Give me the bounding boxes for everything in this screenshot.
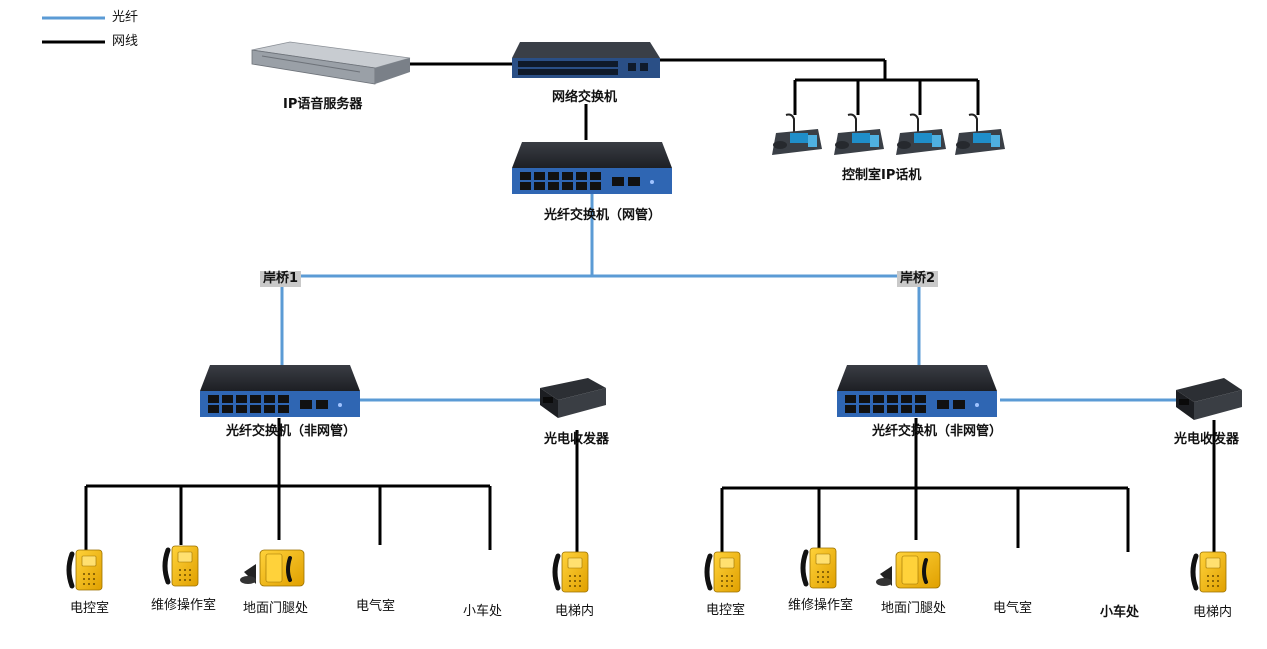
cable-lines-left (84, 418, 579, 555)
endpoint-label: 电梯内 (555, 604, 595, 619)
gate-phone-with-horn-icon (874, 550, 942, 590)
endpoint-label: 小车处 (463, 604, 503, 619)
legend-cable-label: 网线 (112, 34, 139, 49)
left-switch-label: 光纤交换机（非网管） (226, 424, 357, 439)
legend (42, 16, 105, 44)
industrial-phone-icon (707, 552, 740, 592)
managed-switch-label: 光纤交换机（网管） (544, 208, 662, 223)
cable-lines-top (410, 58, 980, 140)
control-phones-label: 控制室IP话机 (842, 168, 922, 183)
endpoint-label: 维修操作室 (151, 598, 217, 613)
industrial-phone-icon (1193, 552, 1226, 592)
cable-lines-right (720, 418, 1216, 555)
fiber-switch-unmanaged-left (200, 365, 360, 417)
media-converter-left (540, 378, 606, 418)
endpoint-label: 电控室 (706, 603, 746, 618)
right-converter-label: 光电收发器 (1174, 432, 1240, 447)
legend-fiber-label: 光纤 (112, 10, 139, 25)
ip-phone-icon (895, 113, 947, 156)
ip-voice-server (251, 41, 411, 85)
ip-phone-icon (954, 113, 1006, 156)
endpoint-label: 电控室 (70, 601, 110, 616)
industrial-phone-icon (69, 550, 102, 590)
network-switch-label: 网络交换机 (552, 90, 618, 105)
industrial-phone-icon (165, 546, 198, 586)
endpoint-label: 小车处 (1100, 605, 1140, 620)
industrial-phone-icon (803, 548, 836, 588)
gate-phone-with-horn-icon (238, 548, 306, 588)
right-switch-label: 光纤交换机（非网管） (872, 424, 1003, 439)
endpoint-label: 地面门腿处 (881, 601, 947, 616)
fiber-lines (280, 194, 1178, 402)
bridge2-tag: 岸桥2 (897, 271, 939, 287)
bridge1-tag: 岸桥1 (260, 271, 302, 287)
ip-phone-icon (771, 113, 823, 156)
ip-phone-icon (833, 113, 885, 156)
network-switch (512, 42, 660, 78)
left-converter-label: 光电收发器 (544, 432, 610, 447)
endpoint-label: 电气室 (356, 599, 396, 614)
endpoint-label: 地面门腿处 (243, 601, 309, 616)
industrial-phone-icon (555, 552, 588, 592)
fiber-switch-managed (512, 142, 672, 194)
ip-server-label: IP语音服务器 (283, 97, 363, 112)
endpoint-label: 维修操作室 (788, 598, 854, 613)
fiber-switch-unmanaged-right (837, 365, 997, 417)
endpoint-label: 电梯内 (1193, 605, 1233, 620)
media-converter-right (1176, 378, 1242, 420)
control-room-ip-phones (771, 113, 1006, 156)
endpoint-label: 电气室 (993, 601, 1033, 616)
